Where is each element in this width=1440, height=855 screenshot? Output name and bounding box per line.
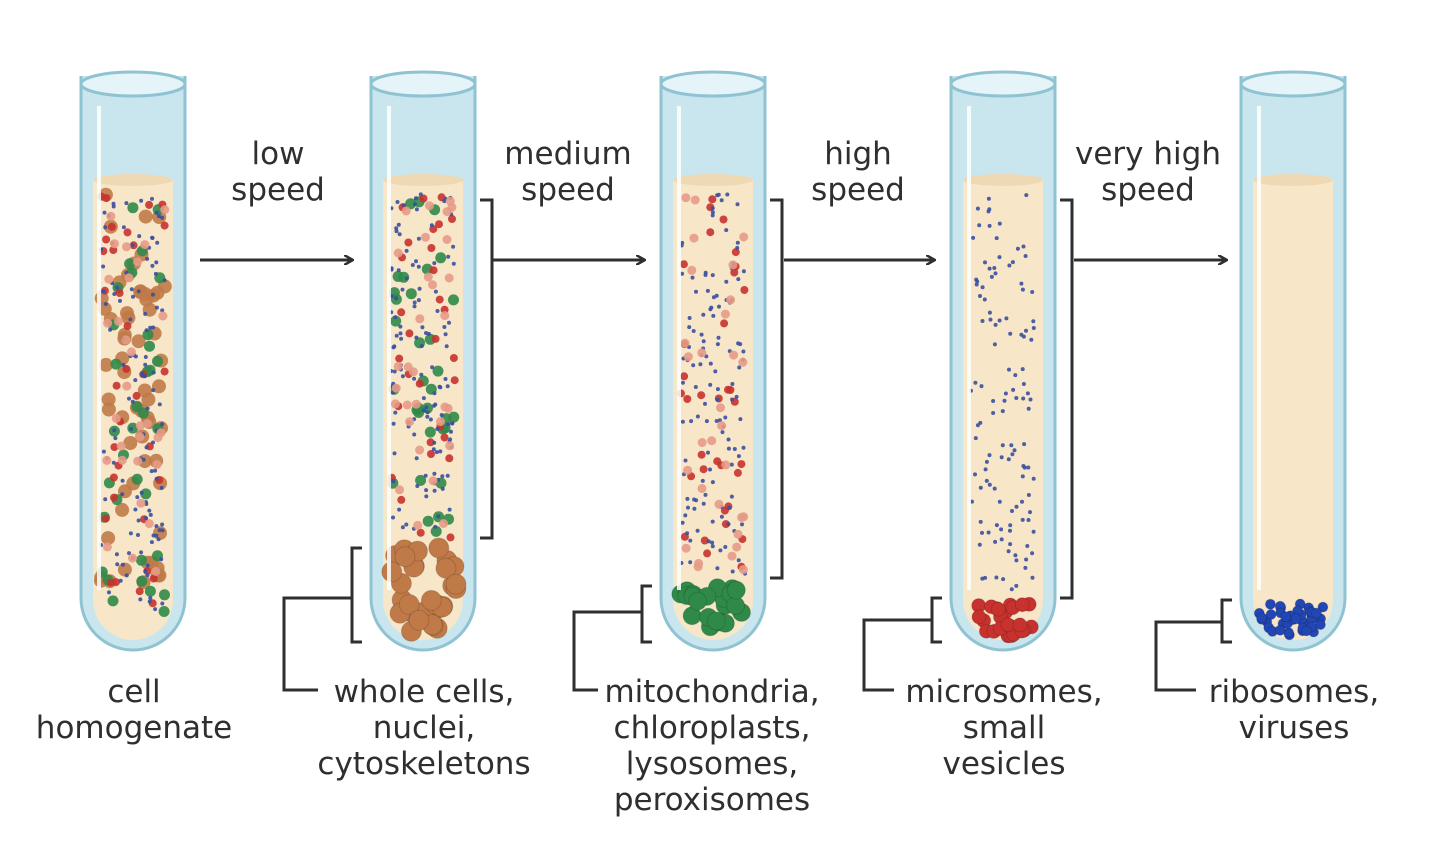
test-tube-1 <box>79 70 187 652</box>
pellet-bracket-2 <box>572 584 652 692</box>
supernatant-bracket-1 <box>480 198 494 540</box>
test-tube-2 <box>369 70 477 652</box>
tube-label-ribosomes: ribosomes,viruses <box>1208 674 1380 746</box>
tube-label-whole-cells: whole cells,nuclei,cytoskeletons <box>317 674 531 782</box>
pellet-bracket-1 <box>282 546 362 692</box>
test-tube-4 <box>949 70 1057 652</box>
tube-label-mitochondria: mitochondria,chloroplasts,lysosomes,pero… <box>604 674 820 818</box>
test-tube-5 <box>1239 70 1347 652</box>
test-tube-3 <box>659 70 767 652</box>
supernatant-bracket-2 <box>770 198 784 580</box>
pellet-bracket-4 <box>1154 598 1232 692</box>
pellet-bracket-3 <box>862 596 942 692</box>
supernatant-bracket-3 <box>1060 198 1074 600</box>
